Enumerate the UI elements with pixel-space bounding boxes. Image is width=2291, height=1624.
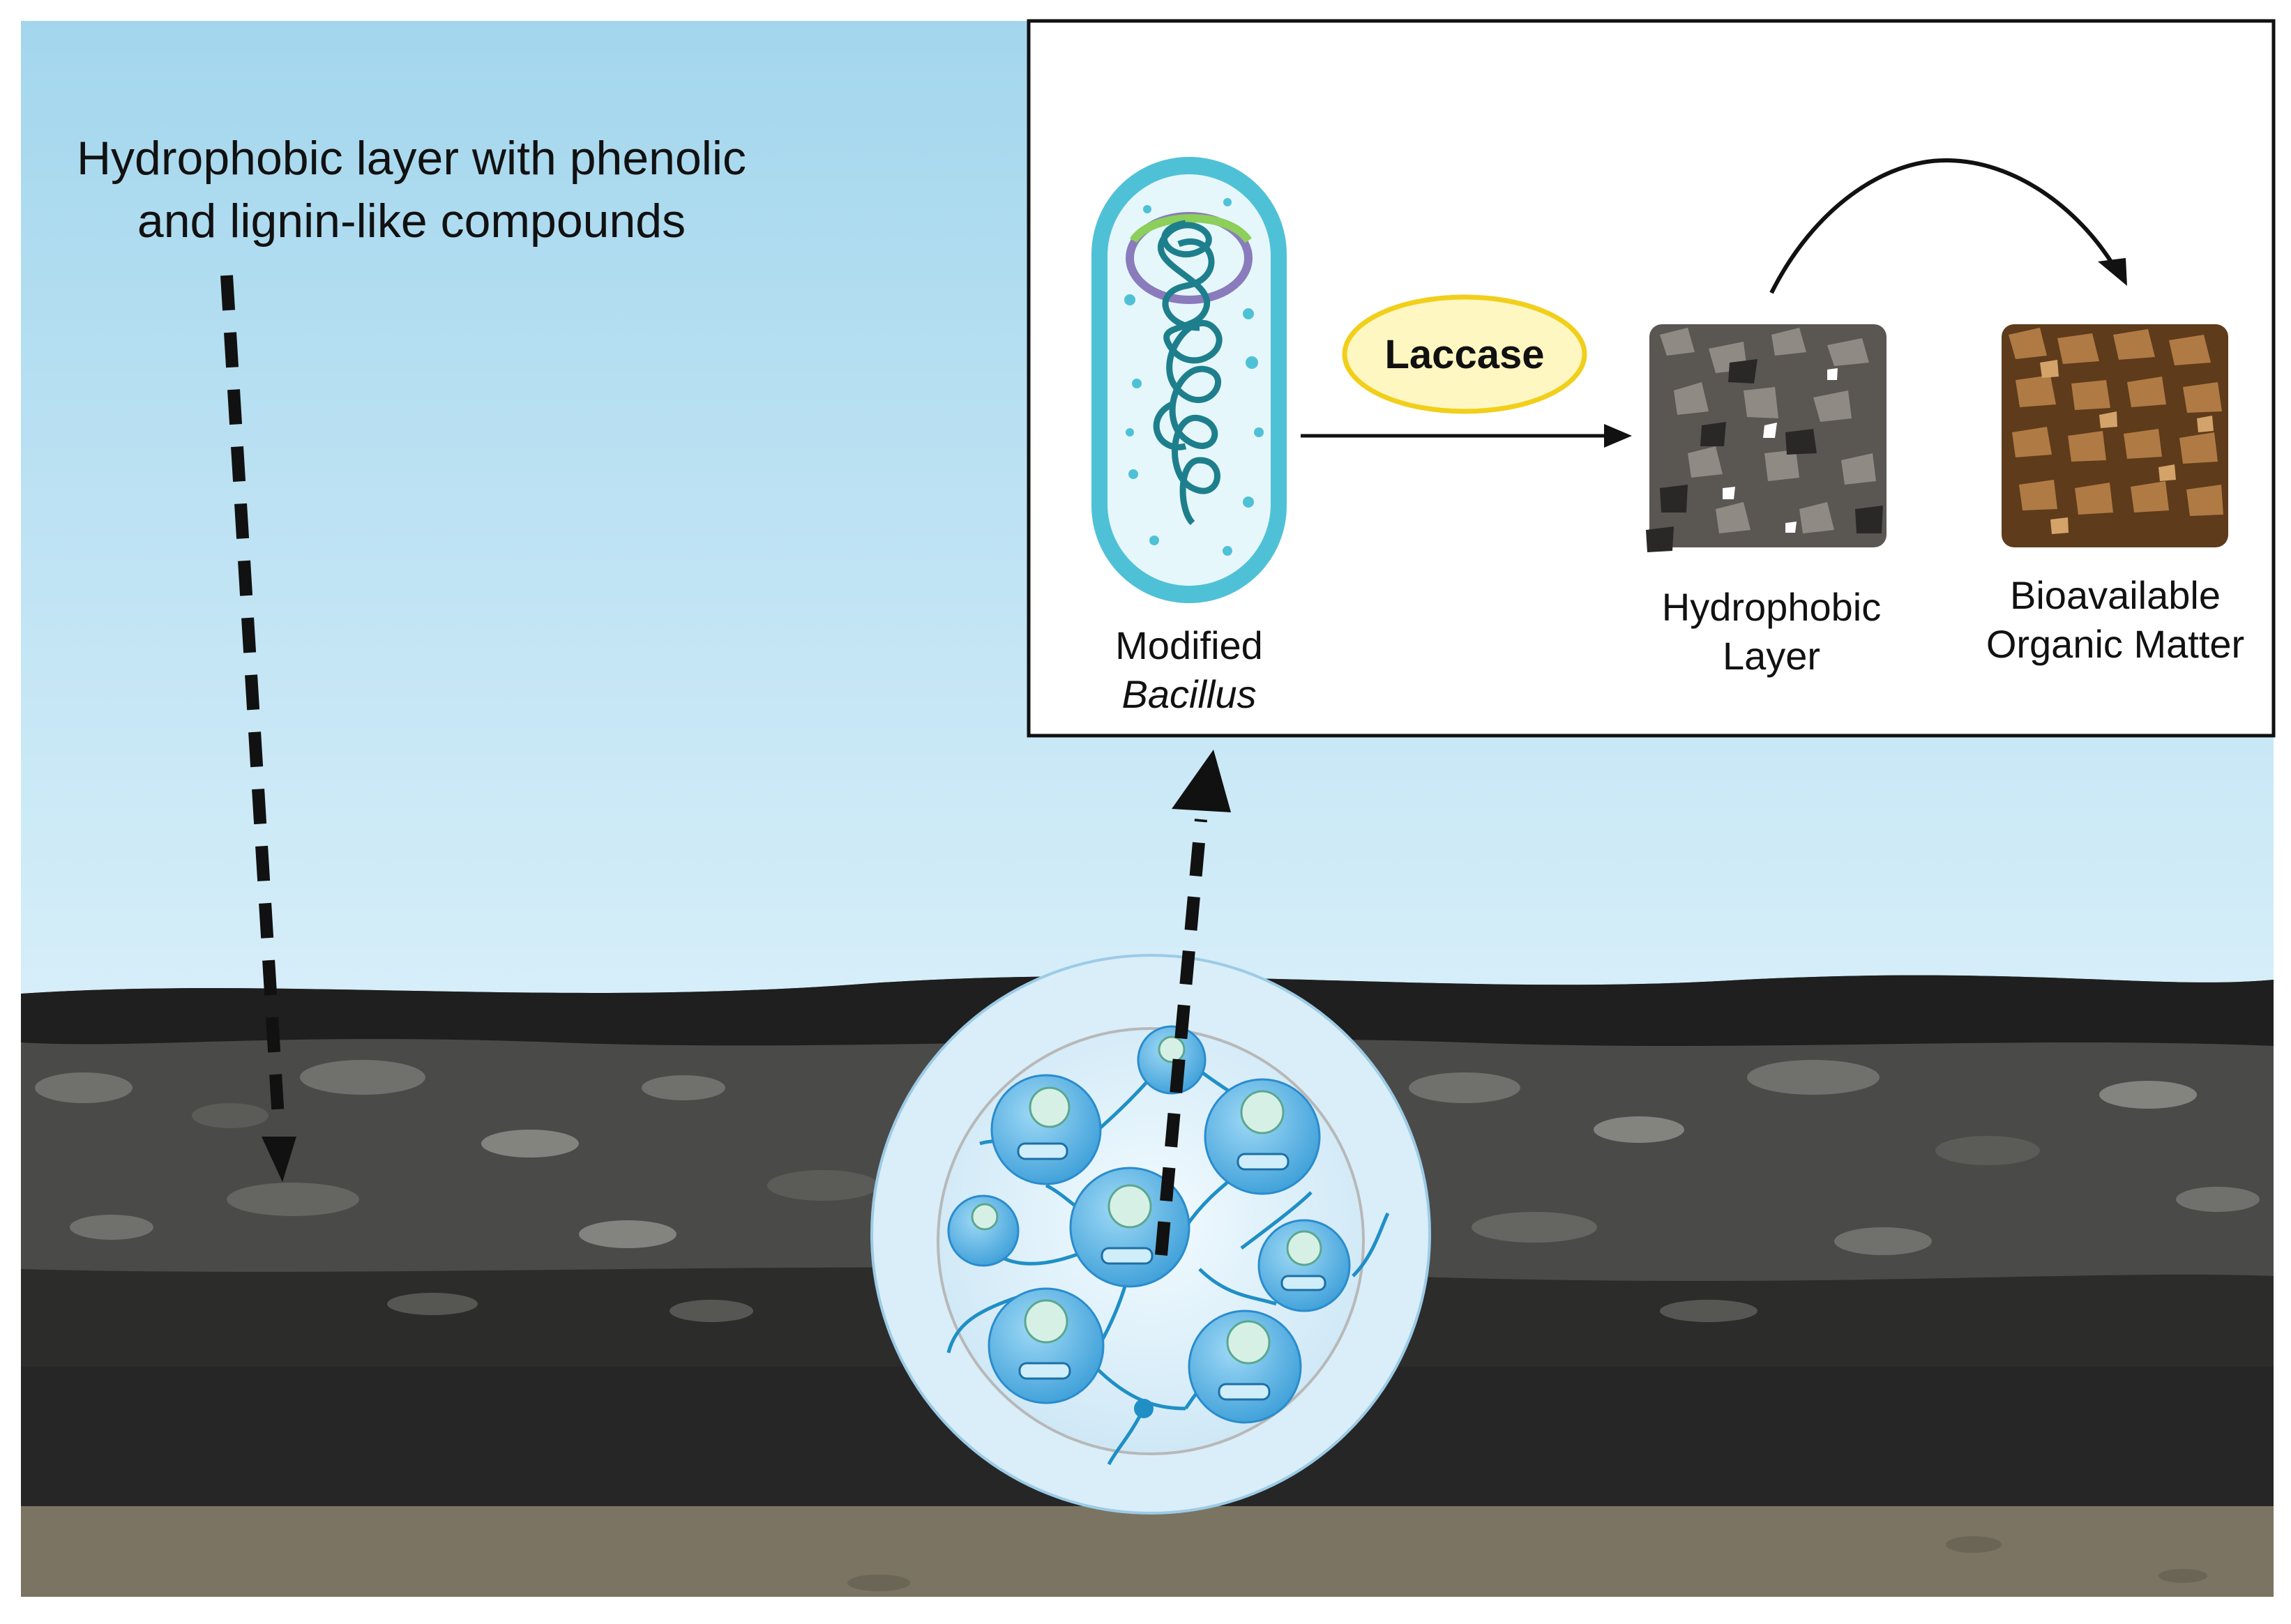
encapsulated-bacterium xyxy=(990,1074,1102,1185)
hydrophobic-layer-label-line-2: Layer xyxy=(1723,634,1820,678)
magnified-capsule xyxy=(870,954,1431,1515)
organic-matter-label-line-1: Bioavailable xyxy=(2010,573,2221,617)
dna-coil xyxy=(1153,220,1223,526)
annotation-arrow xyxy=(220,275,296,1182)
annotation-arrow-head xyxy=(262,1137,296,1182)
bacillus-label-line-1: Modified xyxy=(1115,623,1263,667)
cytoplasm-dots xyxy=(1124,198,1264,556)
bacillus-label-line-2: Bacillus xyxy=(1122,672,1257,716)
hydrophobic-layer-illustration xyxy=(1646,324,1887,552)
conversion-arrow-head xyxy=(2098,258,2127,286)
inset-panel: Modified Bacillus Laccase xyxy=(1027,19,2276,738)
laccase-badge xyxy=(1342,294,1587,414)
soil-pebbles xyxy=(35,1060,2260,1322)
subsoil-pebbles xyxy=(847,1536,2207,1591)
subsoil-layer xyxy=(21,1499,2274,1597)
encapsulated-bacterium xyxy=(1204,1078,1321,1195)
laccase-label: Laccase xyxy=(1385,332,1545,377)
encapsulated-bacterium xyxy=(1069,1167,1190,1288)
encapsulated-bacterium xyxy=(1188,1310,1302,1424)
encapsulated-bacterium xyxy=(947,1194,1020,1267)
reaction-arrow-head xyxy=(1604,424,1632,448)
hydrophobic-layer-label-line-1: Hydrophobic xyxy=(1662,585,1881,629)
modified-bacillus-illustration xyxy=(1091,157,1287,603)
encapsulated-bacterium xyxy=(1257,1219,1351,1312)
annotation-line-2: and lignin-like compounds xyxy=(137,195,686,248)
organic-matter-label-line-2: Organic Matter xyxy=(1986,622,2244,666)
conversion-arrow xyxy=(1769,158,2115,294)
bioavailable-organic-matter-illustration xyxy=(2002,324,2228,547)
encapsulated-bacterium xyxy=(988,1287,1105,1404)
annotation-line-1: Hydrophobic layer with phenolic xyxy=(77,132,746,185)
zoom-arrow-head xyxy=(1172,750,1231,812)
zoom-arrow xyxy=(1155,750,1231,1256)
encapsulated-bacterium xyxy=(1137,1025,1207,1095)
